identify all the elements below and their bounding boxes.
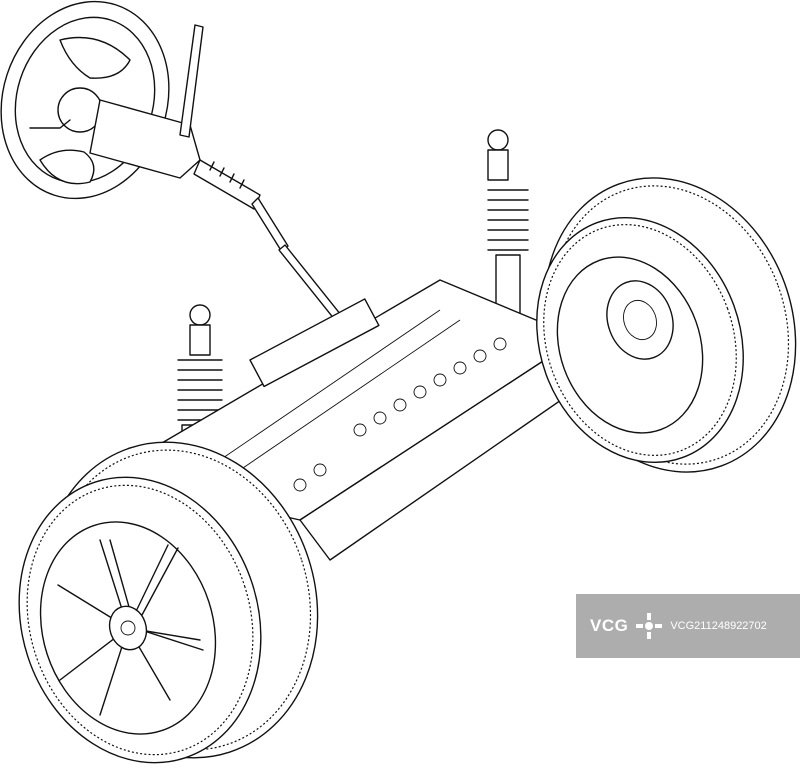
steering-wheel	[0, 0, 170, 200]
left-wheel	[18, 441, 319, 764]
watermark: VCG VCG211248922702	[576, 594, 800, 658]
watermark-image-id: VCG211248922702	[670, 620, 767, 632]
right-wheel	[536, 177, 797, 473]
frame-holes	[293, 337, 507, 492]
vcg-logo-icon	[636, 613, 663, 639]
watermark-logo-text: VCG	[590, 616, 629, 635]
right-shock-absorber	[487, 129, 529, 316]
